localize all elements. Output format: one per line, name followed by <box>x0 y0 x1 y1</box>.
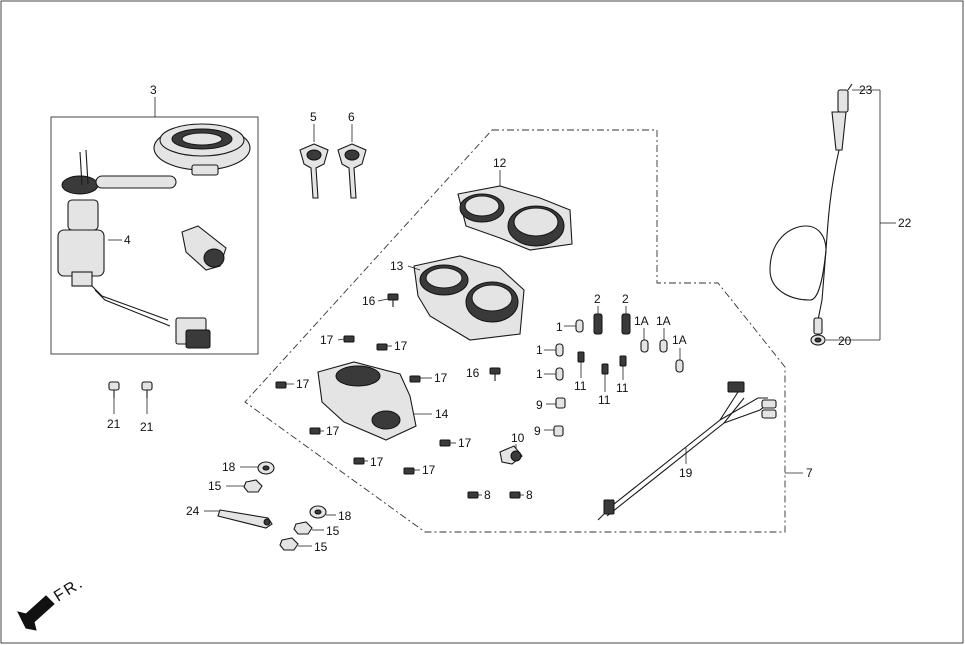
screw-icon <box>309 427 321 435</box>
callout-1a: 1 <box>556 320 563 334</box>
bulb-icon <box>640 339 649 353</box>
screw-icon <box>409 375 421 383</box>
key-icon-2 <box>337 143 367 199</box>
callout-17f: 17 <box>458 436 472 450</box>
callout-17d: 17 <box>434 371 448 385</box>
screw-icon <box>467 491 479 499</box>
meter-case-icon <box>413 255 525 341</box>
meter-visor-icon <box>457 185 573 251</box>
small-screw-icon <box>577 351 585 363</box>
callout-17e: 17 <box>326 424 340 438</box>
bulb-icon <box>675 359 684 373</box>
callout-2b: 2 <box>622 292 629 306</box>
screw-icon <box>343 335 355 343</box>
bulb-icon <box>659 339 668 353</box>
callout-9b: 9 <box>534 424 541 438</box>
washer-icon <box>309 505 327 519</box>
callout-17h: 17 <box>422 463 436 477</box>
wire-harness-icon <box>597 381 777 521</box>
bulb-socket-icon <box>621 313 631 335</box>
callout-15a: 15 <box>208 479 222 493</box>
callout-20: 20 <box>838 334 852 348</box>
callout-2a: 2 <box>594 292 601 306</box>
screw-icon <box>387 293 399 307</box>
callout-18b: 18 <box>338 509 352 523</box>
nut-icon <box>243 479 263 493</box>
screw-icon <box>376 343 388 351</box>
callout-17b: 17 <box>394 339 408 353</box>
callout-15b: 15 <box>326 524 340 538</box>
callout-21a: 21 <box>107 417 121 431</box>
callout-1Ab: 1A <box>656 314 671 328</box>
seat-lock-icon <box>181 225 227 271</box>
callout-4: 4 <box>124 233 131 247</box>
callout-19: 19 <box>679 466 693 480</box>
screw-icon <box>353 457 365 465</box>
callout-17c: 17 <box>296 377 310 391</box>
callout-21b: 21 <box>140 420 154 434</box>
callout-9a: 9 <box>536 398 543 412</box>
fuel-cap-icon <box>153 123 251 176</box>
callout-15c: 15 <box>314 540 328 554</box>
callout-12: 12 <box>493 156 507 170</box>
meter-lower-case-icon <box>317 361 417 441</box>
nut-icon <box>279 537 299 551</box>
callout-13: 13 <box>390 259 404 273</box>
clip-icon <box>553 425 564 437</box>
screw-icon <box>275 381 287 389</box>
callout-10: 10 <box>511 431 525 445</box>
strap-icon <box>217 509 273 529</box>
nut-icon <box>293 521 313 535</box>
callout-11b: 11 <box>598 393 611 407</box>
callout-7: 7 <box>806 466 813 480</box>
callout-14: 14 <box>435 407 449 421</box>
front-direction-label: FR. <box>51 574 87 605</box>
connector-icon <box>499 445 523 465</box>
ignition-switch-icon <box>57 149 211 349</box>
callout-18a: 18 <box>222 460 236 474</box>
bulb-socket-icon <box>593 313 603 335</box>
screw-icon <box>108 381 120 398</box>
callout-1b: 1 <box>536 343 543 357</box>
screw-icon <box>403 467 415 475</box>
callout-8b: 8 <box>526 488 533 502</box>
callout-5: 5 <box>310 110 317 124</box>
callout-1Aa: 1A <box>634 314 649 328</box>
washer-icon <box>257 461 275 475</box>
callout-24: 24 <box>186 504 200 518</box>
callout-1Ac: 1A <box>672 333 687 347</box>
screw-icon <box>141 381 153 398</box>
small-screw-icon <box>619 355 627 367</box>
meter-assembly-boundary <box>244 129 786 533</box>
callout-11a: 11 <box>574 379 587 393</box>
lock-set-box <box>50 116 259 355</box>
callout-22: 22 <box>898 216 912 230</box>
screw-icon <box>439 439 451 447</box>
callout-6: 6 <box>348 110 355 124</box>
callout-17a: 17 <box>320 333 334 347</box>
clip-icon <box>555 397 566 409</box>
callout-16b: 16 <box>466 366 480 380</box>
screw-icon <box>509 491 521 499</box>
speedometer-cable-icon <box>769 83 853 346</box>
front-direction-arrow-icon <box>17 595 55 631</box>
screw-icon <box>489 367 501 381</box>
bulb-icon <box>555 343 564 357</box>
bulb-icon <box>555 367 564 381</box>
callout-23: 23 <box>859 83 873 97</box>
small-screw-icon <box>601 363 609 375</box>
callout-3: 3 <box>150 83 157 97</box>
key-icon <box>299 143 329 199</box>
bulb-icon <box>575 319 584 333</box>
callout-17g: 17 <box>370 455 384 469</box>
callout-8a: 8 <box>484 488 491 502</box>
callout-1c: 1 <box>536 367 543 381</box>
callout-11c: 11 <box>616 381 629 395</box>
callout-16a: 16 <box>362 294 376 308</box>
